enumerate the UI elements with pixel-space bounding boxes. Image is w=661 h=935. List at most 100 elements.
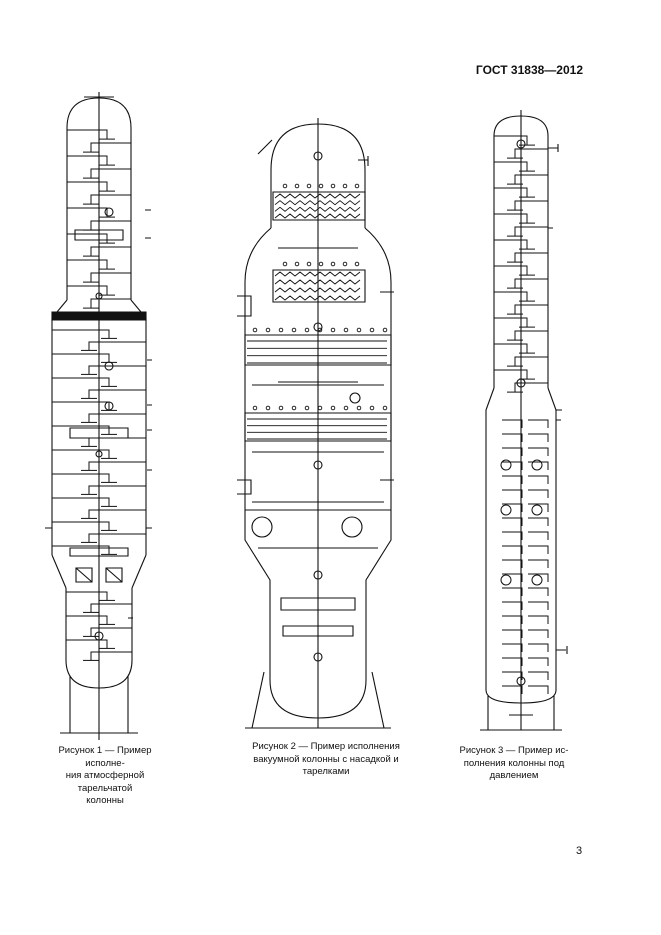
drawing-line [331, 406, 335, 410]
drawing-line [319, 184, 323, 188]
drawing-line [52, 498, 109, 506]
drawing-line [528, 560, 548, 568]
drawing-line [501, 575, 511, 585]
drawing-line [528, 672, 548, 680]
drawing-line [344, 328, 348, 332]
drawing-line [502, 462, 522, 470]
drawing-line [528, 448, 548, 456]
drawing-line [502, 672, 522, 680]
drawing-line [89, 438, 146, 446]
drawing-line [502, 476, 522, 484]
drawing-line [91, 652, 132, 660]
drawing-line [275, 201, 360, 205]
drawing-line [67, 208, 107, 217]
drawing-line [275, 272, 360, 276]
drawing-line [528, 588, 548, 596]
drawing-line [502, 518, 522, 526]
drawing-line [515, 305, 548, 314]
drawing-line [528, 644, 548, 652]
drawing-line [91, 221, 131, 230]
caption-line: Рисунок 1 — Пример исполне- [58, 745, 152, 769]
drawing-line [515, 175, 548, 184]
drawing-line [494, 162, 527, 171]
drawing-line [91, 299, 131, 308]
drawing-line [528, 546, 548, 554]
drawing-line [494, 136, 527, 145]
drawing-line [66, 592, 107, 600]
drawing-line [532, 575, 542, 585]
drawing-line [528, 420, 548, 428]
drawing-line [52, 522, 109, 530]
drawing-line [319, 262, 323, 266]
drawing-line [67, 156, 107, 165]
drawing-line [344, 406, 348, 410]
drawing-line [502, 490, 522, 498]
drawing-line [528, 686, 548, 694]
drawing-line [528, 504, 548, 512]
drawing-line [89, 366, 146, 374]
drawing-line [502, 686, 522, 694]
caption-line: Рисунок 2 — Пример исполнения [252, 741, 400, 752]
drawing-line [502, 616, 522, 624]
drawing-line [343, 184, 347, 188]
drawing-line [494, 266, 527, 275]
drawing-line [501, 505, 511, 515]
drawing-line [515, 357, 548, 366]
drawing-line [89, 342, 146, 350]
drawing-line [528, 658, 548, 666]
drawing-line [52, 474, 109, 482]
page-number: 3 [576, 845, 583, 857]
caption-line: колонны [86, 795, 124, 806]
drawing-line [515, 149, 548, 158]
drawing-line [318, 328, 322, 332]
drawing-line [528, 602, 548, 610]
drawing-line [357, 406, 361, 410]
drawing-line [532, 460, 542, 470]
drawing-line [305, 328, 309, 332]
drawing-line [355, 262, 359, 266]
figure-2-caption: Рисунок 2 — Пример исполнения вакуумной … [246, 741, 406, 779]
drawing-line [528, 532, 548, 540]
drawing-line [318, 406, 322, 410]
drawing-line [383, 328, 387, 332]
drawing-line [343, 262, 347, 266]
drawing-line [253, 406, 257, 410]
drawing-line [52, 354, 109, 362]
drawing-line [494, 292, 527, 301]
drawing-line [515, 383, 548, 392]
drawing-line [515, 279, 548, 288]
drawing-line [283, 184, 287, 188]
drawing-line [253, 328, 257, 332]
caption-line: тарелками [302, 766, 350, 777]
drawing-line [532, 505, 542, 515]
drawing-line [502, 658, 522, 666]
drawing-line [494, 370, 527, 379]
drawing-line [91, 273, 131, 282]
drawing-line [502, 644, 522, 652]
drawing-line [279, 406, 283, 410]
figure-3-caption: Рисунок 3 — Пример ис- полнения колонны … [450, 745, 578, 783]
drawing-line [383, 406, 387, 410]
drawing-line [494, 318, 527, 327]
drawing-line [494, 214, 527, 223]
drawing-line [502, 630, 522, 638]
drawing-line [91, 169, 131, 178]
standard-code: ГОСТ 31838—2012 [475, 63, 583, 77]
drawing-line [295, 184, 299, 188]
drawing-line [502, 602, 522, 610]
drawing-line [502, 504, 522, 512]
drawing-line [66, 616, 107, 624]
drawing-line [515, 331, 548, 340]
drawing-line [307, 262, 311, 266]
drawing-line [91, 195, 131, 204]
caption-line: ния атмосферной тарельчатой [65, 770, 145, 794]
caption-line: вакуумной колонны с насадкой и [253, 753, 399, 765]
drawing-line [67, 130, 107, 139]
drawing-line [515, 253, 548, 262]
caption-line: Рисунок 3 — Пример ис- [459, 745, 569, 756]
drawing-line [370, 328, 374, 332]
drawing-line [494, 344, 527, 353]
drawing-line [355, 184, 359, 188]
